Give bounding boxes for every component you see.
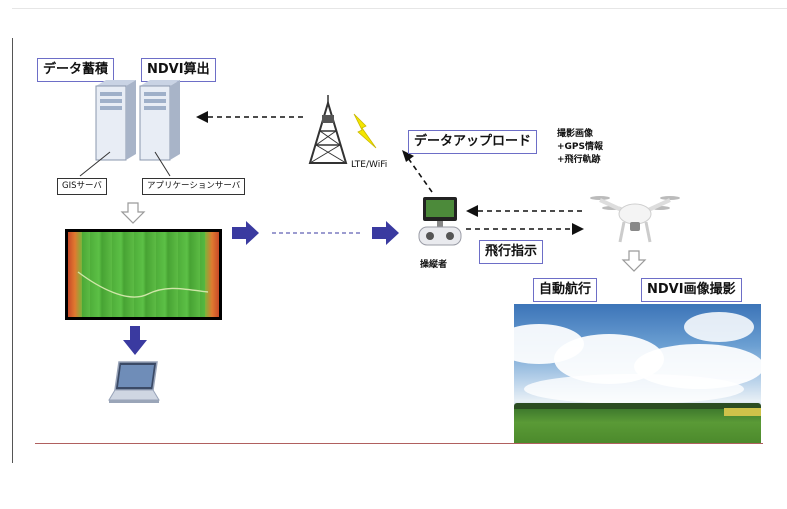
top-divider — [12, 8, 787, 9]
flow-arrows-right — [232, 221, 399, 245]
bottom-divider — [35, 443, 763, 444]
data-upload-label: データアップロード — [408, 130, 538, 154]
ndvi-capture-label: NDVI画像撮影 — [641, 278, 742, 302]
callout-lines — [79, 151, 171, 177]
upload-items: 撮影画像 +GPS情報 +飛行軌跡 — [557, 128, 603, 167]
app-server-label: アプリケーションサーバ — [142, 178, 246, 195]
upload-item: 撮影画像 — [557, 129, 594, 139]
server-icon — [95, 80, 180, 161]
data-store-label: データ蓄積 — [37, 58, 115, 82]
gis-server-label: GISサーバ — [57, 178, 107, 195]
upload-item: +GPS情報 — [557, 142, 604, 152]
auto-flight-label: 自動航行 — [533, 278, 598, 302]
upload-item: +飛行軌跡 — [557, 155, 601, 165]
dashed-arrow-up — [402, 150, 433, 193]
lte-wifi-label: LTE/WiFi — [351, 160, 388, 170]
hollow-down-arrow-2 — [621, 250, 647, 272]
left-border — [12, 38, 13, 463]
ndvi-map-image — [65, 229, 222, 320]
dashed-arrow-to-servers — [196, 111, 304, 123]
laptop-icon — [108, 361, 160, 403]
tower-icon — [308, 95, 348, 164]
down-arrow-to-laptop — [123, 326, 147, 355]
operator-label: 操縦者 — [420, 260, 448, 270]
flight-instruction-label: 飛行指示 — [479, 240, 544, 264]
hollow-down-arrow-1 — [120, 202, 146, 224]
field-photo — [514, 304, 761, 443]
controller-icon — [418, 197, 462, 246]
ndvi-calc-label: NDVI算出 — [141, 58, 216, 82]
drone-link-arrows — [466, 205, 584, 235]
drone-icon — [590, 196, 680, 243]
lightning-icon — [353, 113, 377, 149]
